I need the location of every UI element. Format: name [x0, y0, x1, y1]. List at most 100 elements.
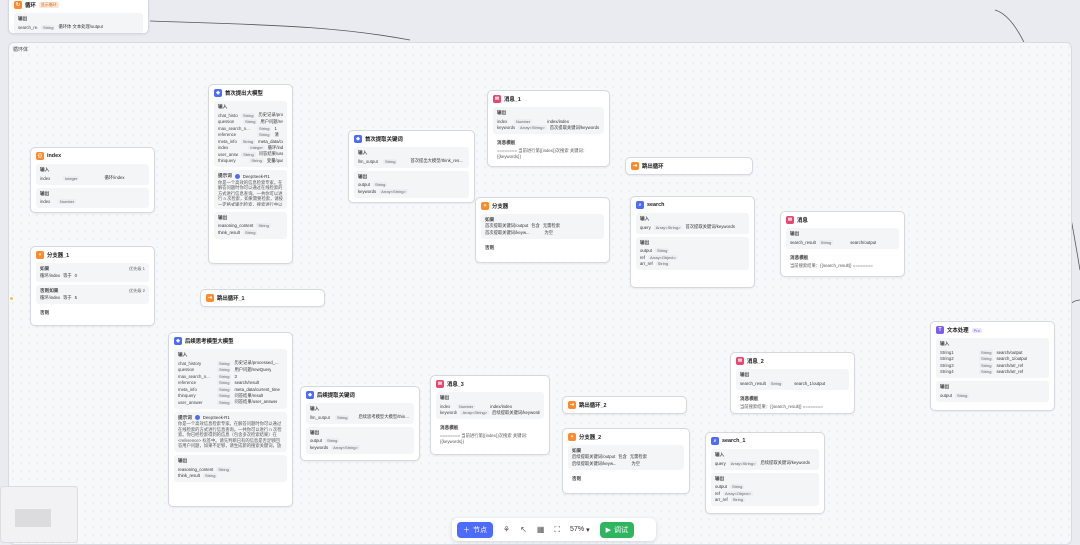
condition-left: 后续提取关键词/keyw... — [572, 460, 617, 466]
param-value: search/arr_ref — [996, 362, 1024, 368]
llm-node-first[interactable]: ◆首次提出大模型 输入 chat_historyString历史记录/proce… — [208, 84, 293, 264]
param-type: Array<String> — [653, 224, 683, 230]
message-icon: ✉ — [436, 380, 444, 388]
param-name: reasoning_content — [218, 223, 254, 229]
debug-label: 调试 — [613, 526, 628, 534]
param-type: Array<String> — [728, 460, 758, 466]
elseif-label: 否则如果 — [40, 288, 59, 294]
param-type: String — [217, 399, 232, 405]
param-type: String — [249, 158, 264, 164]
param-name: index — [440, 403, 451, 409]
param-name: ref — [640, 254, 646, 260]
template-label: 消息模板 — [740, 395, 759, 401]
param-name: max_search_n... — [218, 125, 250, 131]
condition-right: 无需检索 — [629, 454, 647, 460]
grid-icon[interactable]: ▦ — [536, 525, 545, 534]
debug-icon: ▶ — [605, 526, 611, 534]
priority-label: 优先级 2 — [128, 288, 145, 294]
node-title: 跳出循环_2 — [579, 403, 607, 409]
param-name: llm_output — [358, 158, 378, 164]
chevron-down-icon: ▾ — [586, 526, 590, 534]
output-section-title: 输出 — [310, 429, 320, 435]
param-type: String — [729, 484, 745, 490]
else-label: 否则 — [485, 245, 495, 250]
fit-view-icon[interactable]: ⛶ — [554, 524, 561, 534]
param-value: 历史记录/processed_... — [234, 360, 279, 366]
condition-left: 循环/index — [40, 294, 61, 300]
node-title: 分支器 — [492, 204, 509, 210]
bottom-toolbar: ＋节点 ⚘ ↖ ▦ ⛶ 57%▾ ▶调试 — [452, 518, 656, 541]
param-type: String — [979, 349, 994, 355]
input-section-title: 输入 — [40, 167, 50, 172]
param-type: Array<Object> — [723, 490, 753, 496]
node-title: 消息_2 — [747, 359, 764, 365]
cursor-icon[interactable]: ↖ — [520, 525, 527, 534]
minimap-viewport[interactable] — [15, 509, 51, 527]
organize-icon[interactable]: ⚘ — [503, 525, 511, 534]
node-title: search_1 — [722, 438, 746, 444]
param-name: keywords — [358, 188, 377, 194]
llm-icon: ◆ — [354, 135, 362, 143]
template-label: 消息模板 — [497, 140, 516, 145]
loop-icon: ↻ — [14, 1, 22, 9]
node-title: 跳出循环 — [642, 164, 664, 170]
minimap[interactable] — [0, 486, 78, 543]
output-section-title: 输出 — [497, 110, 507, 115]
else-label: 否则 — [572, 476, 582, 481]
param-type: String — [256, 223, 271, 229]
branch-icon: ⑂ — [36, 251, 44, 259]
param-type: String — [979, 362, 994, 368]
param-type: String — [241, 151, 256, 157]
param-value: meta_data/current_time — [258, 138, 283, 144]
exit-icon: ⇥ — [206, 294, 214, 302]
node-title: 首次提出大模型 — [225, 91, 263, 97]
param-value: 首次提取关键词/keywords — [549, 124, 600, 130]
debug-button[interactable]: ▶调试 — [599, 521, 634, 538]
param-type: String — [954, 392, 970, 398]
add-node-button[interactable]: ＋节点 — [457, 521, 493, 538]
template-text: ======== 当前进行第{{index}}次搜索 关键词： — [440, 433, 531, 438]
condition-right: 为空 — [631, 460, 640, 466]
break-loop-node-2[interactable]: ⇥跳出循环_2 — [562, 396, 687, 414]
param-value: 清 — [274, 131, 279, 137]
exit-icon: ⇥ — [631, 162, 639, 170]
param-name: user_answer — [178, 399, 203, 405]
template-label: 消息模板 — [440, 425, 459, 430]
param-type: String — [240, 138, 256, 144]
deepseek-icon — [194, 415, 200, 421]
plus-icon: ＋ — [463, 526, 470, 534]
output-section-title: 输出 — [218, 214, 228, 220]
param-value: search/output — [850, 239, 877, 245]
param-name: index — [497, 118, 508, 124]
break-loop-node-1[interactable]: ⇥跳出循环_1 — [200, 289, 325, 307]
zoom-select[interactable]: 57%▾ — [570, 526, 590, 534]
param-type: String — [655, 261, 671, 267]
param-type: Array<String> — [331, 444, 360, 450]
break-loop-node[interactable]: ⇥跳出循环 — [625, 157, 753, 175]
loop-start-port[interactable] — [9, 296, 14, 301]
output-section-title: 输出 — [40, 190, 50, 196]
param-type: Array<String> — [379, 188, 408, 194]
param-name: output — [715, 484, 727, 490]
